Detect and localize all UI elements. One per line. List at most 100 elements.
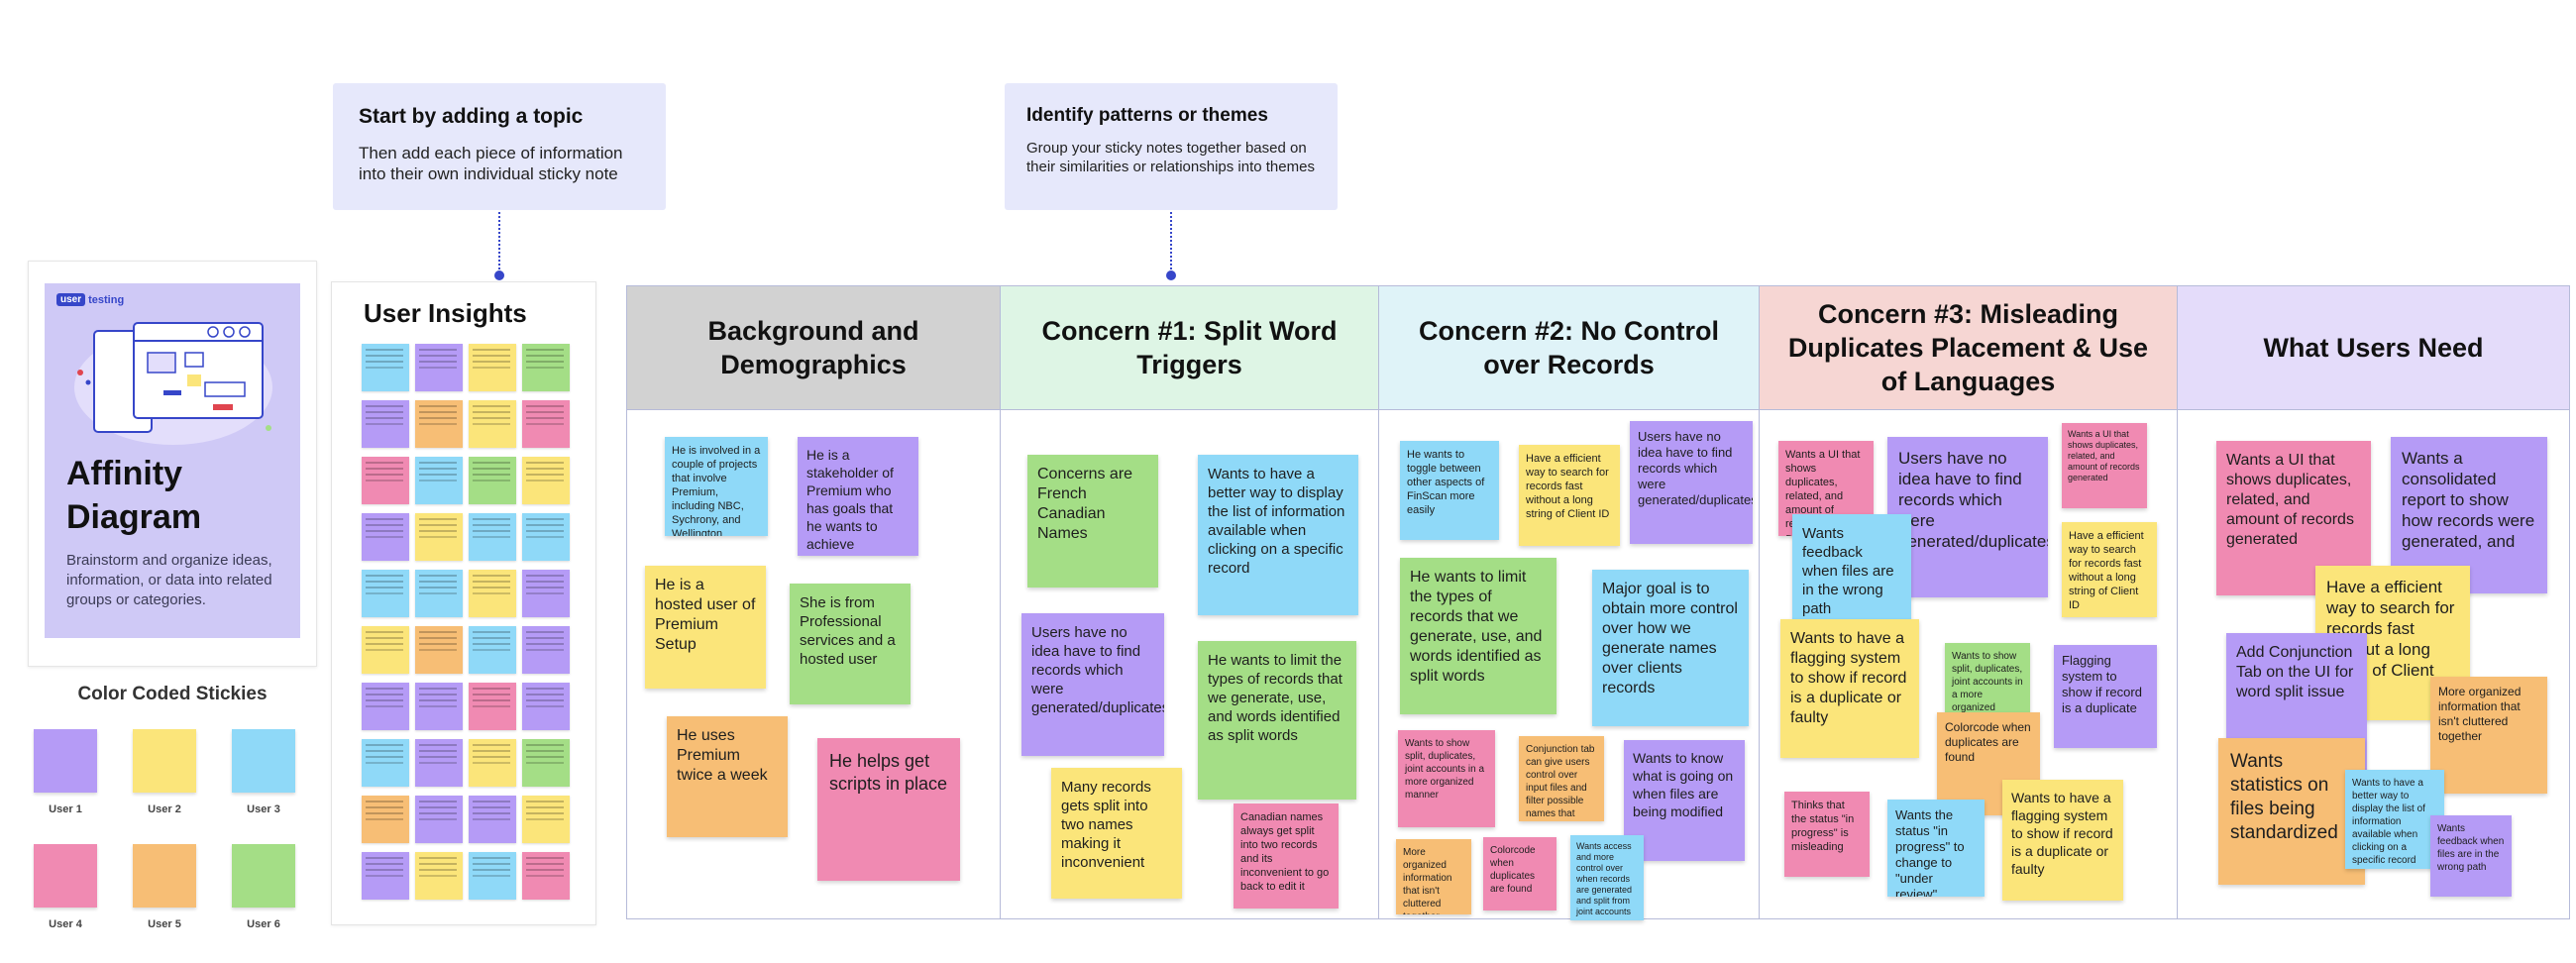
topic-note-start[interactable]: Start by adding a topic Then add each pi… <box>333 83 666 210</box>
mini-sticky-note <box>362 739 409 787</box>
sticky-note[interactable]: Wants to show split, duplicates, joint a… <box>1398 730 1495 827</box>
mini-sticky-note <box>362 513 409 561</box>
sticky-note[interactable]: He wants to toggle between other aspects… <box>1400 441 1499 540</box>
sticky-note[interactable]: Major goal is to obtain more control ove… <box>1592 570 1749 726</box>
sticky-note[interactable]: More organized information that isn't cl… <box>2430 677 2547 794</box>
user-insights-panel: User Insights <box>331 281 596 925</box>
topic-title: Start by adding a topic <box>359 105 584 128</box>
sticky-note[interactable]: Canadian names always get split into two… <box>1234 803 1339 909</box>
logo-box: user <box>56 293 86 306</box>
sticky-note[interactable]: Wants feedback when files are in the wro… <box>2430 815 2512 897</box>
mini-sticky-note <box>469 400 516 448</box>
sticky-note[interactable]: Many records gets split into two names m… <box>1051 768 1182 899</box>
sticky-note[interactable]: Colorcode when duplicates are found <box>1483 837 1556 910</box>
sticky-note[interactable]: Concerns are French Canadian Names <box>1027 455 1158 588</box>
column-body <box>627 410 1001 918</box>
mini-sticky-note <box>415 400 463 448</box>
sticky-note[interactable]: Users have no idea have to find records … <box>1630 421 1753 544</box>
cover-title: Affinity Diagram <box>66 452 201 539</box>
connector-line <box>1170 212 1172 273</box>
sticky-note[interactable]: Wants the status "in progress" to change… <box>1887 800 1985 897</box>
sticky-note[interactable]: Wants to have a flagging system to show … <box>1780 619 1919 758</box>
mini-sticky-note <box>362 852 409 900</box>
column-body <box>1760 410 2178 918</box>
sticky-note[interactable]: More organized information that isn't cl… <box>1396 839 1471 914</box>
legend-swatch <box>34 729 97 793</box>
connector-dot <box>494 270 504 280</box>
legend-swatch <box>133 844 196 908</box>
legend-label: User 6 <box>247 918 280 930</box>
cover-title-line2: Diagram <box>66 498 202 536</box>
mini-sticky-note <box>415 739 463 787</box>
sticky-note[interactable]: Wants access and more control over when … <box>1570 835 1644 920</box>
sticky-note[interactable]: He wants to limit the types of records t… <box>1198 641 1356 800</box>
mini-sticky-note <box>522 344 570 391</box>
mini-sticky-note <box>522 457 570 504</box>
column-header: Concern #1: Split Word Triggers <box>1001 286 1379 410</box>
legend-label: User 2 <box>148 803 181 815</box>
sticky-note[interactable]: Wants to have a better way to display th… <box>2345 770 2444 869</box>
legend-label: User 4 <box>49 918 82 930</box>
sticky-note[interactable]: Thinks that the status "in progress" is … <box>1784 792 1870 877</box>
legend-swatch <box>133 729 196 793</box>
cover-description: Brainstorm and organize ideas, informati… <box>66 552 272 608</box>
legend-label: User 1 <box>49 803 82 815</box>
sticky-note[interactable]: Wants to have a flagging system to show … <box>2002 780 2123 901</box>
sticky-note[interactable]: Flagging system to show if record is a d… <box>2054 645 2157 748</box>
sticky-note[interactable]: Wants to have a better way to display th… <box>1198 455 1358 615</box>
mini-sticky-note <box>362 796 409 843</box>
logo-text: testing <box>88 293 125 306</box>
sticky-note[interactable]: Have a efficient way to search for recor… <box>1519 445 1620 546</box>
mini-sticky-note <box>469 796 516 843</box>
sticky-note[interactable]: He is a hosted user of Premium Setup <box>645 566 766 689</box>
mini-sticky-note <box>362 344 409 391</box>
legend-label: User 5 <box>148 918 181 930</box>
sticky-note[interactable]: Wants feedback when files are in the wro… <box>1792 514 1911 633</box>
sticky-note[interactable]: Wants a UI that shows duplicates, relate… <box>2062 423 2147 508</box>
usertesting-logo: user testing <box>56 293 124 306</box>
legend-swatch <box>232 729 295 793</box>
mini-sticky-note <box>522 852 570 900</box>
mini-sticky-note <box>469 457 516 504</box>
mini-sticky-note <box>469 626 516 674</box>
mini-sticky-note <box>415 683 463 730</box>
sticky-note[interactable]: She is from Professional services and a … <box>790 584 911 704</box>
column-body <box>1001 410 1379 918</box>
mini-sticky-note <box>415 570 463 617</box>
mini-sticky-note <box>522 796 570 843</box>
mini-sticky-note <box>469 852 516 900</box>
mini-sticky-note <box>415 513 463 561</box>
mini-sticky-note <box>469 344 516 391</box>
mini-sticky-note <box>522 739 570 787</box>
mini-sticky-note <box>362 683 409 730</box>
mini-sticky-note <box>415 852 463 900</box>
column-body <box>1379 410 1760 918</box>
topic-note-patterns[interactable]: Identify patterns or themes Group your s… <box>1005 83 1338 210</box>
legend-swatch <box>34 844 97 908</box>
cover-title-line1: Affinity <box>66 455 183 492</box>
topic-description: Group your sticky notes together based o… <box>1026 140 1315 175</box>
mini-sticky-note <box>469 739 516 787</box>
topic-title: Identify patterns or themes <box>1026 105 1268 126</box>
mini-sticky-note <box>362 400 409 448</box>
mini-sticky-note <box>415 344 463 391</box>
sticky-note[interactable]: He is a stakeholder of Premium who has g… <box>798 437 918 556</box>
sticky-note[interactable]: Have a efficient way to search for recor… <box>2062 522 2157 617</box>
sticky-note[interactable]: Users have no idea have to find records … <box>1021 613 1164 756</box>
insights-title: User Insights <box>364 298 527 328</box>
column-header: Background and Demographics <box>627 286 1001 410</box>
sticky-note[interactable]: He uses Premium twice a week <box>667 716 788 837</box>
mini-sticky-note <box>469 513 516 561</box>
sticky-note[interactable]: Wants to know what is going on when file… <box>1624 740 1745 861</box>
sticky-note[interactable]: Conjunction tab can give users control o… <box>1519 736 1604 821</box>
sticky-note[interactable]: He wants to limit the types of records t… <box>1400 558 1556 714</box>
sticky-note[interactable]: Wants statistics on files being standard… <box>2218 738 2365 885</box>
sticky-note[interactable]: He is involved in a couple of projects t… <box>665 437 768 536</box>
cover-card: user testing Affinity Diagram Brainstorm <box>28 261 317 667</box>
sticky-note[interactable]: Wants a UI that shows duplicates, relate… <box>2216 441 2371 595</box>
mini-sticky-note <box>362 457 409 504</box>
sticky-note[interactable]: Users have no idea have to find records … <box>1887 437 2048 597</box>
mini-sticky-note <box>415 626 463 674</box>
mini-sticky-note <box>522 626 570 674</box>
sticky-note[interactable]: He helps get scripts in place <box>817 738 960 881</box>
